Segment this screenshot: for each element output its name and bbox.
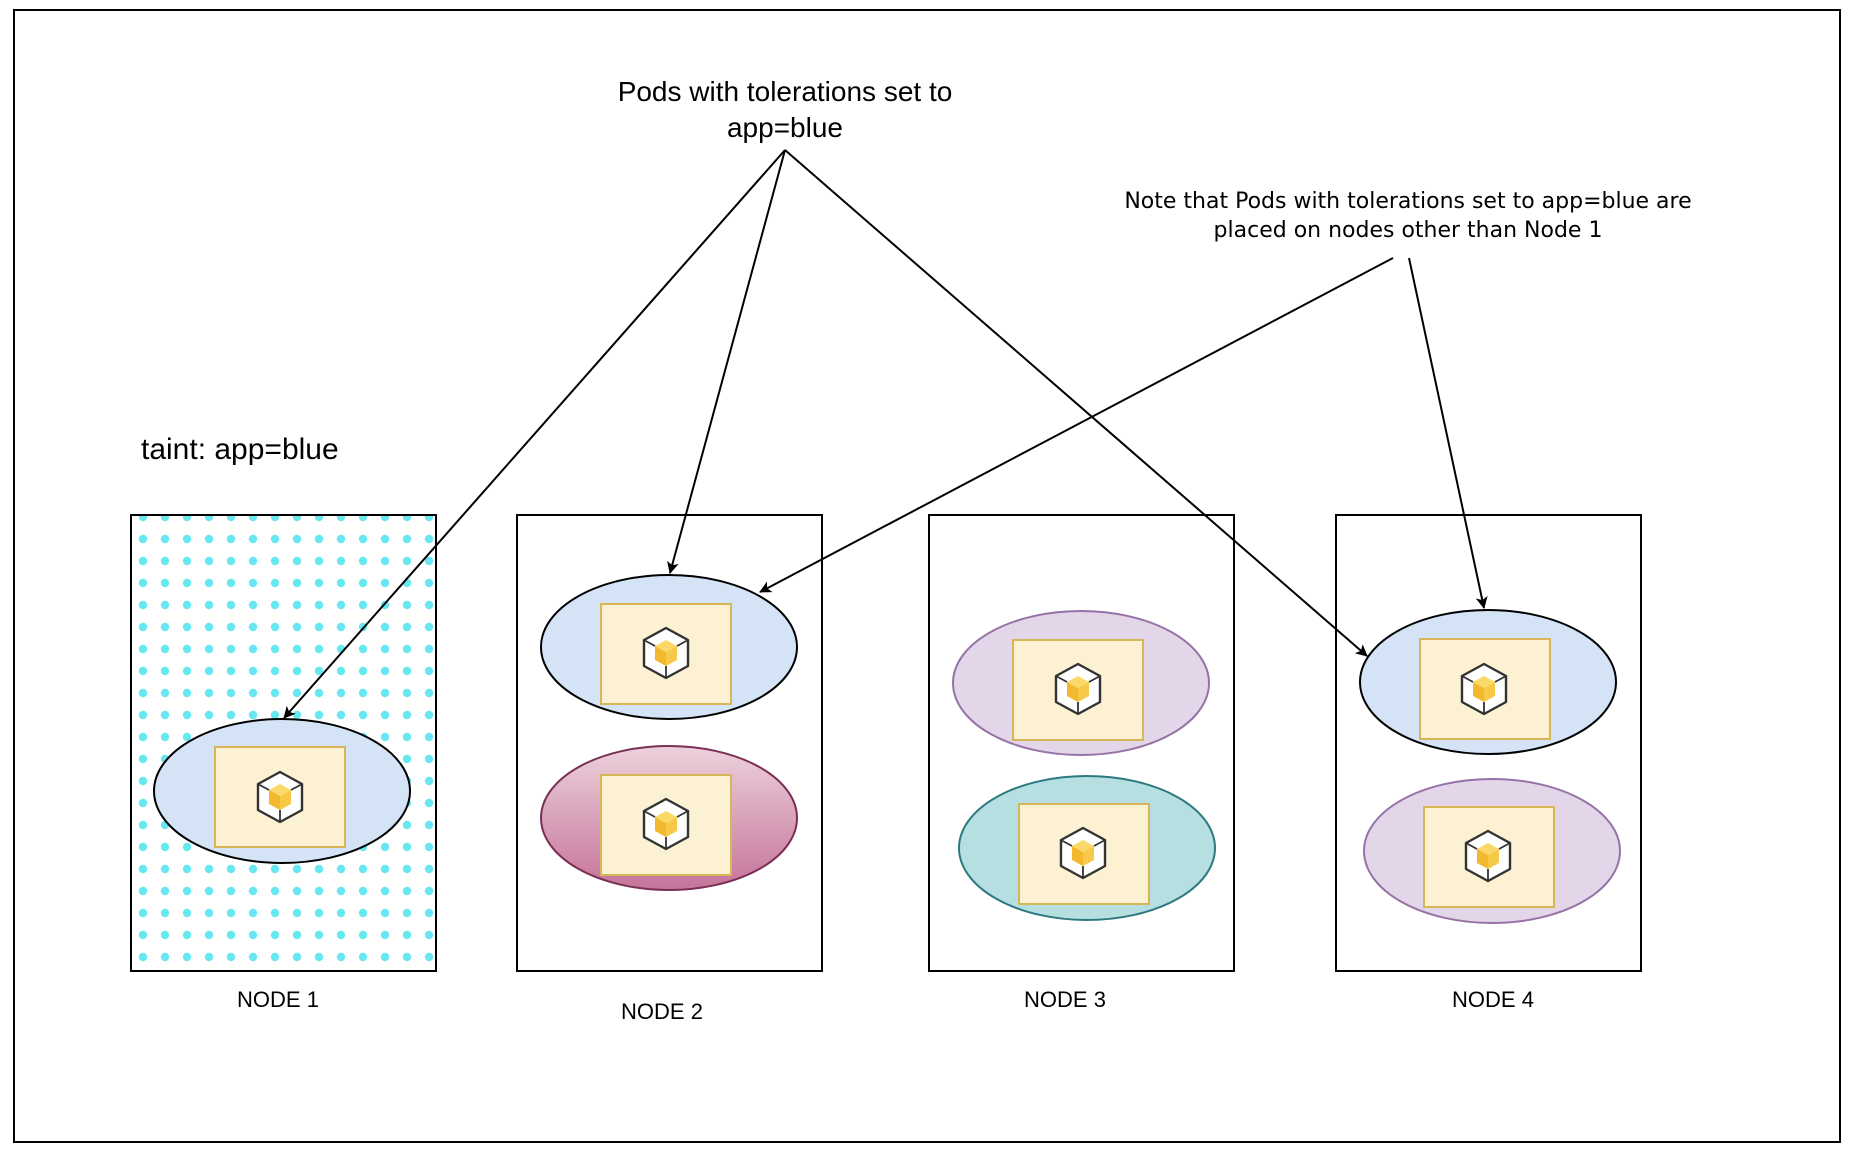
node-3 — [928, 514, 1235, 972]
pod-blue — [153, 718, 411, 864]
node-1 — [130, 514, 437, 972]
pod-pink — [540, 745, 798, 891]
node-2-label: NODE 2 — [621, 999, 703, 1024]
container-cube-icon — [1054, 662, 1102, 716]
pod-purple — [1363, 778, 1621, 924]
arrow-to-node-2 — [667, 149, 786, 574]
arrow-to-node-4 — [784, 149, 1368, 657]
node-4 — [1335, 514, 1642, 972]
pod-purple — [952, 610, 1210, 756]
note-line2: placed on nodes other than Node 1 — [1214, 218, 1603, 243]
note-arrows — [759, 257, 1488, 609]
arrow-to-node-1 — [283, 149, 786, 719]
note-arrow-to-node-2 — [759, 257, 1394, 593]
pod-blue — [540, 574, 798, 720]
tolerations-label-line2: app=blue — [727, 112, 843, 143]
toleration-arrows — [283, 149, 1368, 719]
container-box — [600, 603, 732, 705]
container-cube-icon — [1059, 826, 1107, 880]
container-cube-icon — [1460, 662, 1508, 716]
pod-blue — [1359, 609, 1617, 755]
node-1-label: NODE 1 — [237, 987, 319, 1012]
pod-teal — [958, 775, 1216, 921]
node-4-label: NODE 4 — [1452, 987, 1534, 1012]
tolerations-label-line1: Pods with tolerations set to — [618, 76, 953, 107]
container-cube-icon — [642, 797, 690, 851]
container-cube-icon — [256, 770, 304, 824]
node-3-label: NODE 3 — [1024, 987, 1106, 1012]
taint-label: taint: app=blue — [141, 433, 339, 466]
note-line1: Note that Pods with tolerations set to a… — [1124, 189, 1691, 214]
container-cube-icon — [1464, 829, 1512, 883]
container-box — [1419, 638, 1551, 740]
container-cube-icon — [642, 626, 690, 680]
note-arrow-to-node-4 — [1408, 257, 1488, 609]
